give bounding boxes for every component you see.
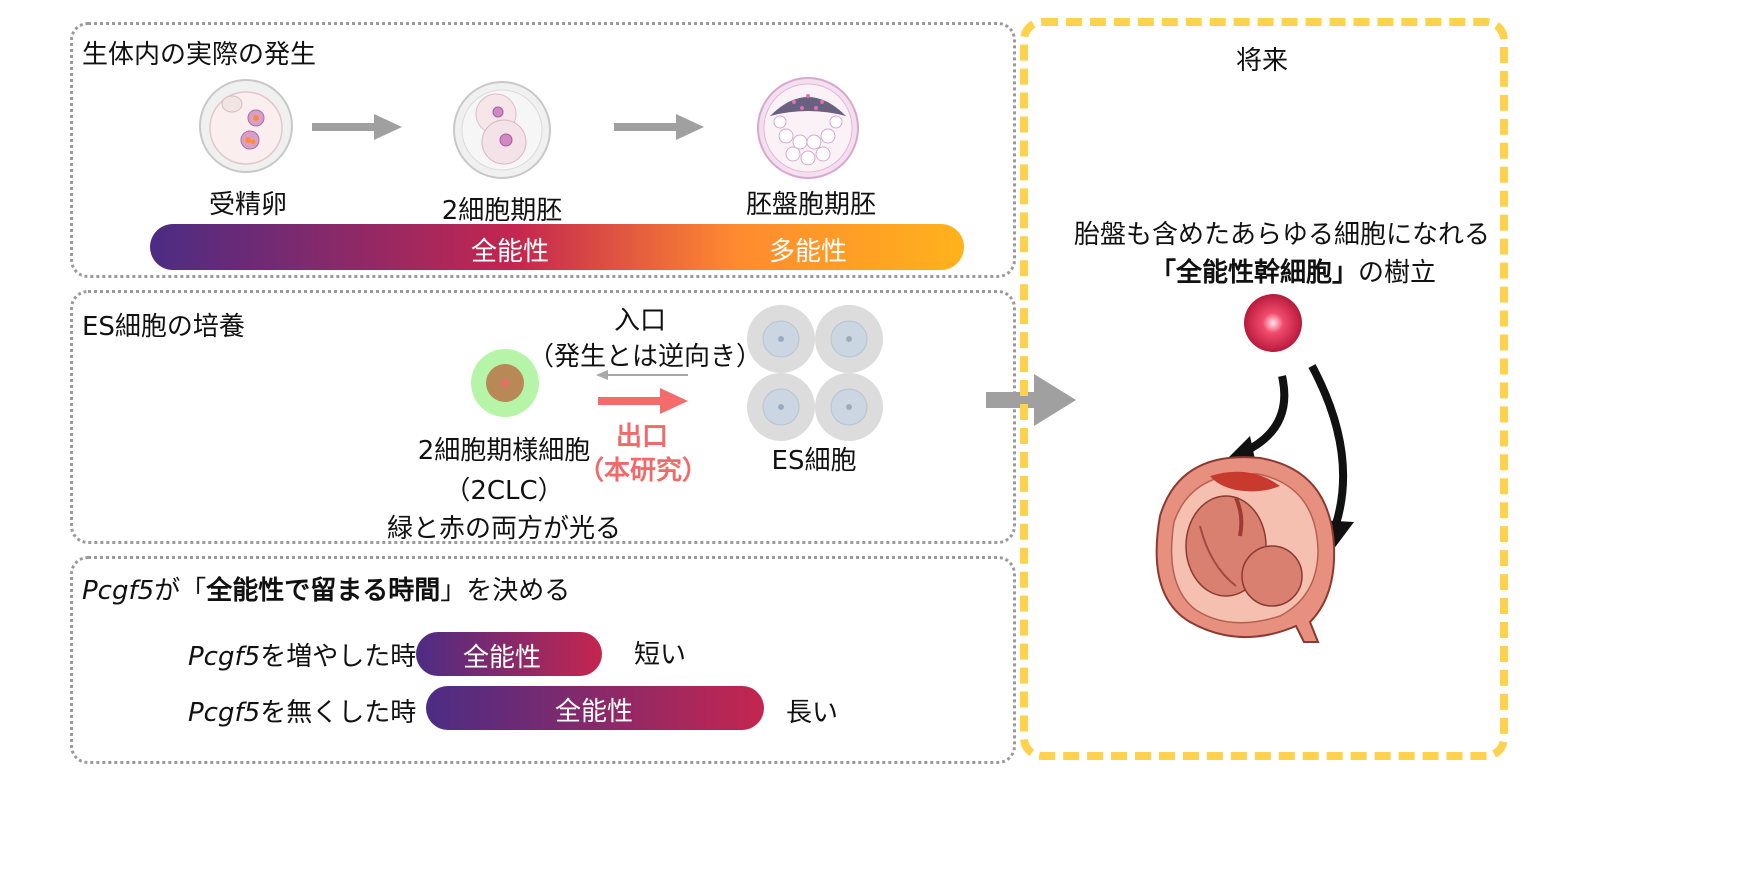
gene-name: Pcgf5 bbox=[188, 698, 261, 728]
in-vivo-panel bbox=[70, 22, 1016, 278]
future-line-2-bold: 全能性幹細胞 bbox=[1176, 258, 1333, 288]
future-line-2-open: 「 bbox=[1150, 258, 1177, 288]
future-panel bbox=[1020, 18, 1508, 760]
title-part-bold: 全能性で留まる時間 bbox=[206, 576, 441, 606]
es-culture-panel-title: ES細胞の培養 bbox=[82, 312, 245, 342]
future-panel-title: 将来 bbox=[1236, 46, 1289, 76]
entry-arrow bbox=[596, 370, 688, 380]
future-line-2-end: の樹立 bbox=[1358, 258, 1437, 288]
future-line-1: 胎盤も含めたあらゆる細胞になれる bbox=[1074, 220, 1491, 250]
stage-label-zygote: 受精卵 bbox=[208, 190, 287, 220]
two-cell-like-cell-name: 2細胞期様細胞 bbox=[417, 436, 591, 466]
stage-arrow-1 bbox=[312, 114, 402, 140]
bar-label-totipotent: 全能性 bbox=[470, 237, 549, 267]
totipotent-stem-cell-icon bbox=[1244, 294, 1302, 352]
stage-arrow-2 bbox=[614, 114, 704, 140]
stage-label-two-cell: 2細胞期胚 bbox=[441, 196, 563, 226]
long-totipotency-bar bbox=[426, 686, 764, 730]
two-cell-like-cell-abbr: （2CLC） bbox=[444, 476, 564, 506]
exit-note: （本研究） bbox=[578, 456, 709, 486]
row-suffix: を無くした時 bbox=[260, 698, 417, 728]
pcgf5-panel bbox=[70, 556, 1016, 764]
bar-label-pluripotent: 多能性 bbox=[768, 237, 847, 267]
title-part-mid: が「 bbox=[154, 576, 207, 606]
gene-name: Pcgf5 bbox=[188, 642, 261, 672]
fetus-in-womb-icon bbox=[1155, 456, 1336, 643]
future-line-2-close: 」 bbox=[1332, 258, 1359, 288]
entry-note: （発生とは逆向き） bbox=[528, 342, 763, 372]
two-cell-like-cell-icon bbox=[471, 349, 539, 417]
future-line-2: 「全能性幹細胞」の樹立 bbox=[1150, 252, 1436, 289]
exit-arrow bbox=[598, 388, 688, 414]
gene-name: Pcgf5 bbox=[82, 576, 155, 606]
exit-label: 出口 bbox=[615, 422, 668, 452]
stage-label-blastocyst: 胚盤胞期胚 bbox=[745, 190, 876, 220]
pcgf5-panel-title: Pcgf5が「全能性で留まる時間」を決める bbox=[82, 570, 570, 607]
es-cell-name: ES細胞 bbox=[771, 446, 857, 476]
in-vivo-panel-title: 生体内の実際の発生 bbox=[82, 40, 317, 70]
two-cell-embryo-icon bbox=[453, 81, 551, 179]
row-overexpression-result: 短い bbox=[634, 640, 687, 670]
row-suffix: を増やした時 bbox=[260, 642, 417, 672]
entry-label: 入口 bbox=[613, 306, 666, 336]
row-overexpression-label: Pcgf5を増やした時 bbox=[188, 636, 416, 673]
blastocyst-icon bbox=[757, 77, 859, 179]
short-totipotency-bar bbox=[416, 632, 602, 676]
es-culture-panel bbox=[70, 290, 1016, 544]
potency-gradient-bar bbox=[150, 224, 964, 270]
row-knockout-label: Pcgf5を無くした時 bbox=[188, 692, 416, 729]
zygote-icon bbox=[199, 79, 293, 173]
title-part-end: 」を決める bbox=[440, 576, 571, 606]
es-cells-icon bbox=[747, 305, 883, 441]
long-bar-label: 全能性 bbox=[554, 697, 633, 727]
row-knockout-result: 長い bbox=[786, 698, 839, 728]
two-cell-like-cell-note: 緑と赤の両方が光る bbox=[386, 514, 621, 544]
short-bar-label: 全能性 bbox=[462, 643, 541, 673]
